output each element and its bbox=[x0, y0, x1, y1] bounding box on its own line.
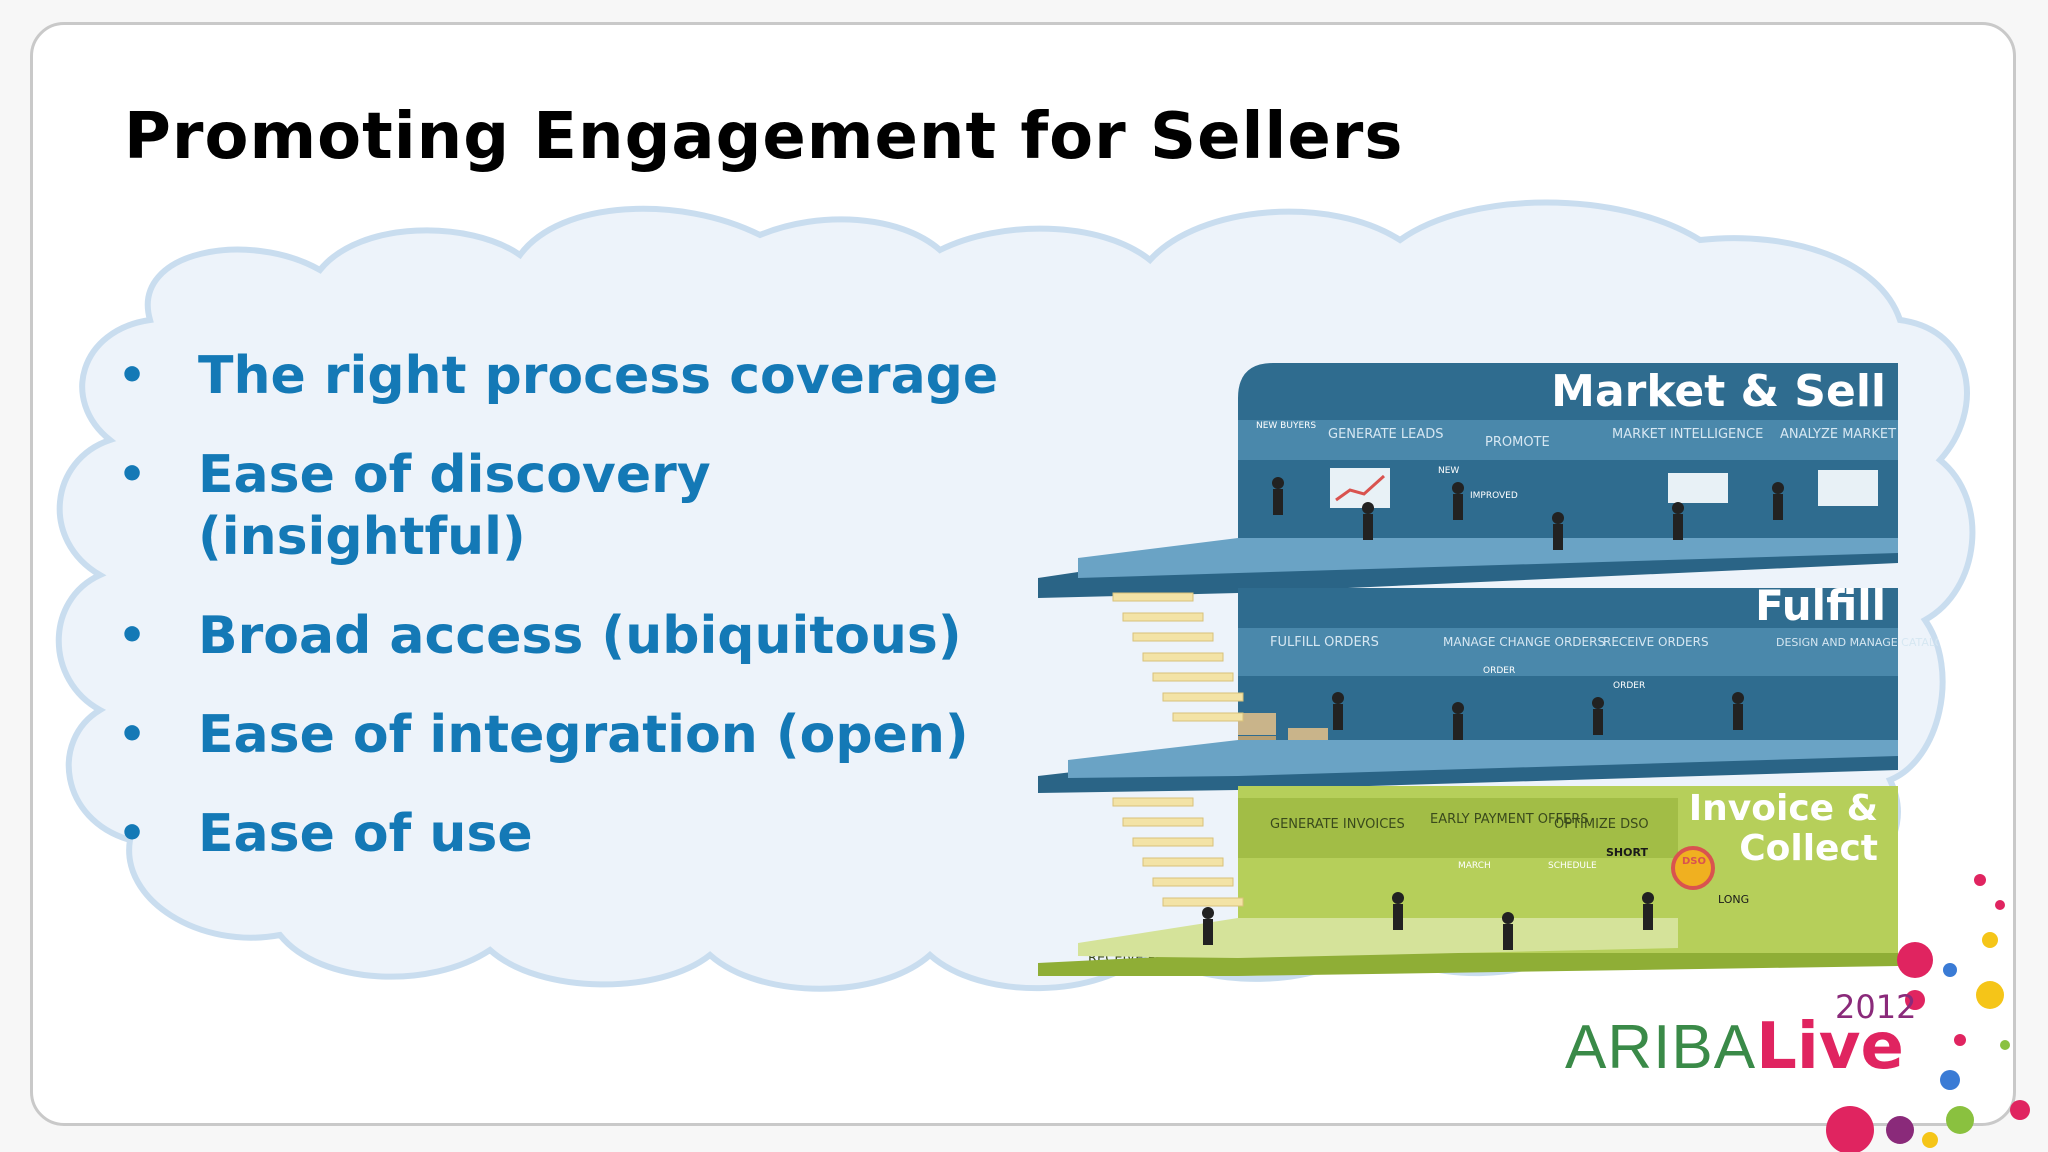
market-sell-title: Market & Sell bbox=[1551, 366, 1886, 417]
bullet-marker: • bbox=[118, 709, 147, 760]
market-sell-tag: NEW BUYERS bbox=[1256, 421, 1316, 431]
invoice-tag: SCHEDULE bbox=[1548, 861, 1597, 871]
chart-panel bbox=[1668, 473, 1728, 503]
invoice-collect-floor-top bbox=[1078, 918, 1678, 958]
box-stack bbox=[1238, 713, 1276, 735]
dso-dial bbox=[1671, 846, 1715, 890]
bullet-list: • The right process coverage • Ease of d… bbox=[118, 345, 1058, 902]
chart-panel bbox=[1818, 470, 1878, 506]
bullet-item: • The right process coverage bbox=[118, 345, 1058, 407]
process-building-illustration: Market & Sell GENERATE LEADS PROMOTE MAR… bbox=[1038, 363, 1938, 976]
invoice-collect-title: Collect bbox=[1739, 828, 1878, 869]
fulfill-step: RECEIVE ORDERS bbox=[1603, 635, 1709, 649]
invoice-tag: SHORT bbox=[1606, 846, 1648, 859]
bullet-marker: • bbox=[118, 350, 147, 401]
bullet-item: • Ease of integration (open) bbox=[118, 704, 1058, 766]
chart-line bbox=[1335, 474, 1386, 502]
market-sell-wall bbox=[1238, 363, 1898, 563]
bullet-text: Broad access (ubiquitous) bbox=[198, 606, 962, 666]
fulfill-step: MANAGE CHANGE ORDERS bbox=[1443, 635, 1605, 649]
fulfill-tag: ORDER bbox=[1613, 681, 1645, 691]
fulfill-tag: ORDER bbox=[1483, 666, 1515, 676]
worker-figures bbox=[1202, 477, 1784, 950]
invoice-tag: LONG bbox=[1718, 893, 1749, 906]
invoice-tag: DSO bbox=[1682, 856, 1706, 867]
bullet-text: Ease of discovery (insightful) bbox=[198, 445, 711, 567]
logo-live-text: Live bbox=[1756, 1010, 1904, 1084]
invoice-tag: MARCH bbox=[1458, 861, 1491, 871]
bullet-text: The right process coverage bbox=[198, 346, 999, 406]
market-sell-step: GENERATE LEADS bbox=[1328, 427, 1444, 442]
market-sell-step-band bbox=[1238, 420, 1898, 460]
bullet-marker: • bbox=[118, 449, 147, 500]
fulfill-wall bbox=[1238, 588, 1898, 768]
invoice-step: OPTIMIZE DSO bbox=[1554, 817, 1649, 832]
market-sell-floor-top bbox=[1078, 538, 1898, 578]
fulfill-step-band bbox=[1238, 628, 1898, 676]
market-sell-step: PROMOTE bbox=[1485, 435, 1550, 450]
bullet-item: • Ease of discovery (insightful) bbox=[118, 444, 718, 568]
invoice-collect-floor bbox=[1038, 953, 1898, 976]
invoice-step: EARLY PAYMENT OFFERS bbox=[1430, 812, 1588, 827]
confetti-decoration bbox=[1826, 874, 2030, 1152]
market-sell-tag: NEW bbox=[1438, 466, 1459, 476]
slide-title: Promoting Engagement for Sellers bbox=[124, 100, 1404, 174]
fulfill-floor-top bbox=[1068, 740, 1898, 778]
chart-panel bbox=[1330, 468, 1390, 508]
fulfill-step: DESIGN AND MANAGE CATALOGS bbox=[1776, 636, 1938, 649]
invoice-step: GENERATE INVOICES bbox=[1270, 817, 1405, 832]
logo-year-text: 2012 bbox=[1835, 988, 1917, 1026]
bullet-marker: • bbox=[118, 610, 147, 661]
logo-ariba-text: ARIBA bbox=[1565, 1013, 1757, 1082]
fulfill-step: FULFILL ORDERS bbox=[1270, 635, 1379, 650]
bullet-text: Ease of integration (open) bbox=[198, 705, 969, 765]
invoice-collect-title: Invoice & bbox=[1689, 788, 1878, 829]
bullet-text: Ease of use bbox=[198, 804, 533, 864]
ariba-live-logo: ARIBALive 2012 bbox=[1565, 988, 1916, 1084]
bullet-item: • Ease of use bbox=[118, 803, 1058, 865]
bullet-item: • Broad access (ubiquitous) bbox=[118, 605, 1058, 667]
invoice-collect-step-band bbox=[1238, 798, 1678, 858]
market-sell-tag: IMPROVED bbox=[1470, 491, 1518, 501]
fulfill-title: Fulfill bbox=[1755, 581, 1886, 630]
market-sell-step: MARKET INTELLIGENCE bbox=[1612, 427, 1763, 442]
staircase bbox=[1112, 592, 1244, 907]
market-sell-step: ANALYZE MARKET bbox=[1780, 427, 1896, 442]
bullet-marker: • bbox=[118, 808, 147, 859]
